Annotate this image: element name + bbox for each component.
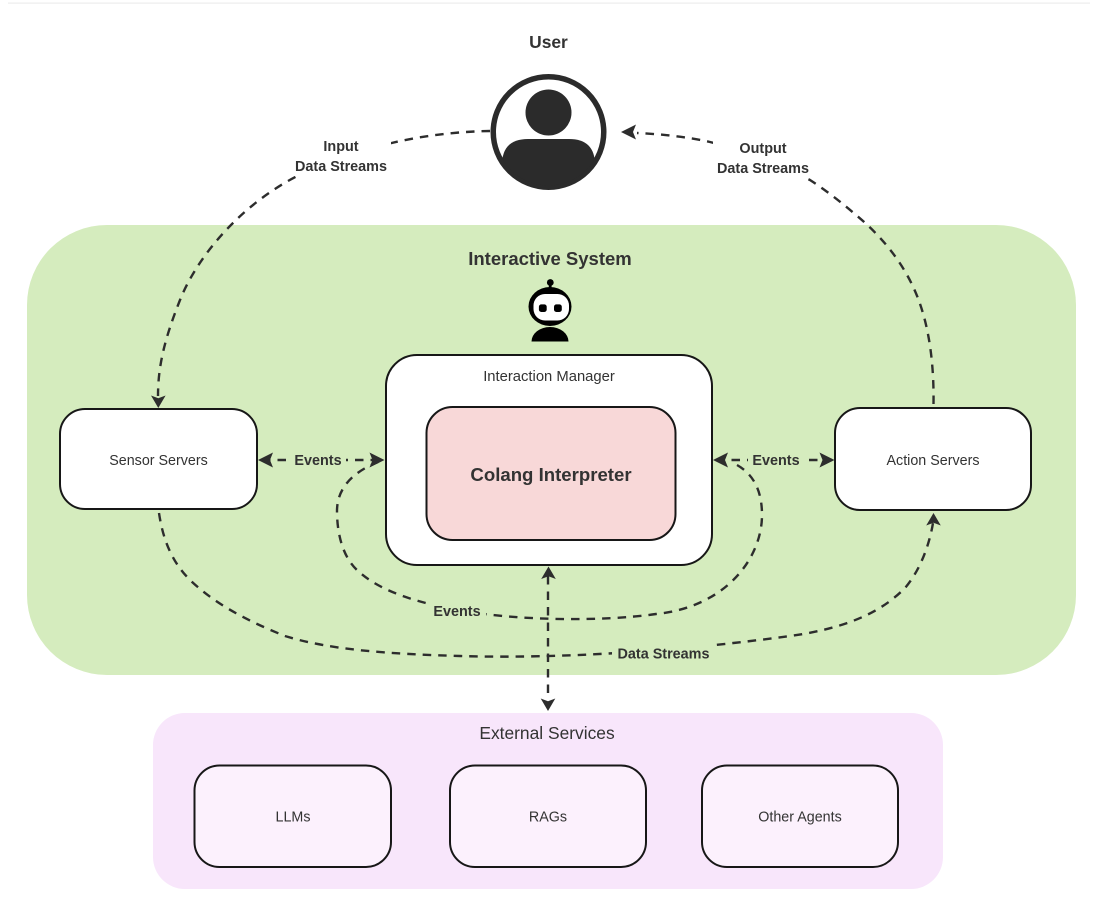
svg-text:Data Streams: Data Streams bbox=[295, 159, 387, 175]
svg-text:User: User bbox=[529, 32, 568, 52]
svg-text:Data Streams: Data Streams bbox=[717, 161, 809, 177]
svg-text:Interaction Manager: Interaction Manager bbox=[483, 369, 615, 385]
svg-text:Events: Events bbox=[752, 453, 799, 469]
svg-text:Events: Events bbox=[294, 453, 341, 469]
svg-text:Sensor Servers: Sensor Servers bbox=[109, 453, 208, 469]
svg-text:RAGs: RAGs bbox=[529, 810, 567, 826]
svg-text:Data Streams: Data Streams bbox=[618, 647, 710, 663]
svg-text:Output: Output bbox=[739, 141, 786, 157]
svg-text:Colang Interpreter: Colang Interpreter bbox=[470, 464, 631, 485]
svg-text:External Services: External Services bbox=[479, 723, 615, 743]
svg-text:Other Agents: Other Agents bbox=[758, 810, 841, 826]
svg-text:Input: Input bbox=[323, 139, 358, 155]
svg-text:LLMs: LLMs bbox=[276, 810, 311, 826]
svg-text:Action Servers: Action Servers bbox=[887, 453, 980, 469]
svg-text:Events: Events bbox=[433, 604, 480, 620]
svg-text:Interactive System: Interactive System bbox=[468, 248, 632, 269]
